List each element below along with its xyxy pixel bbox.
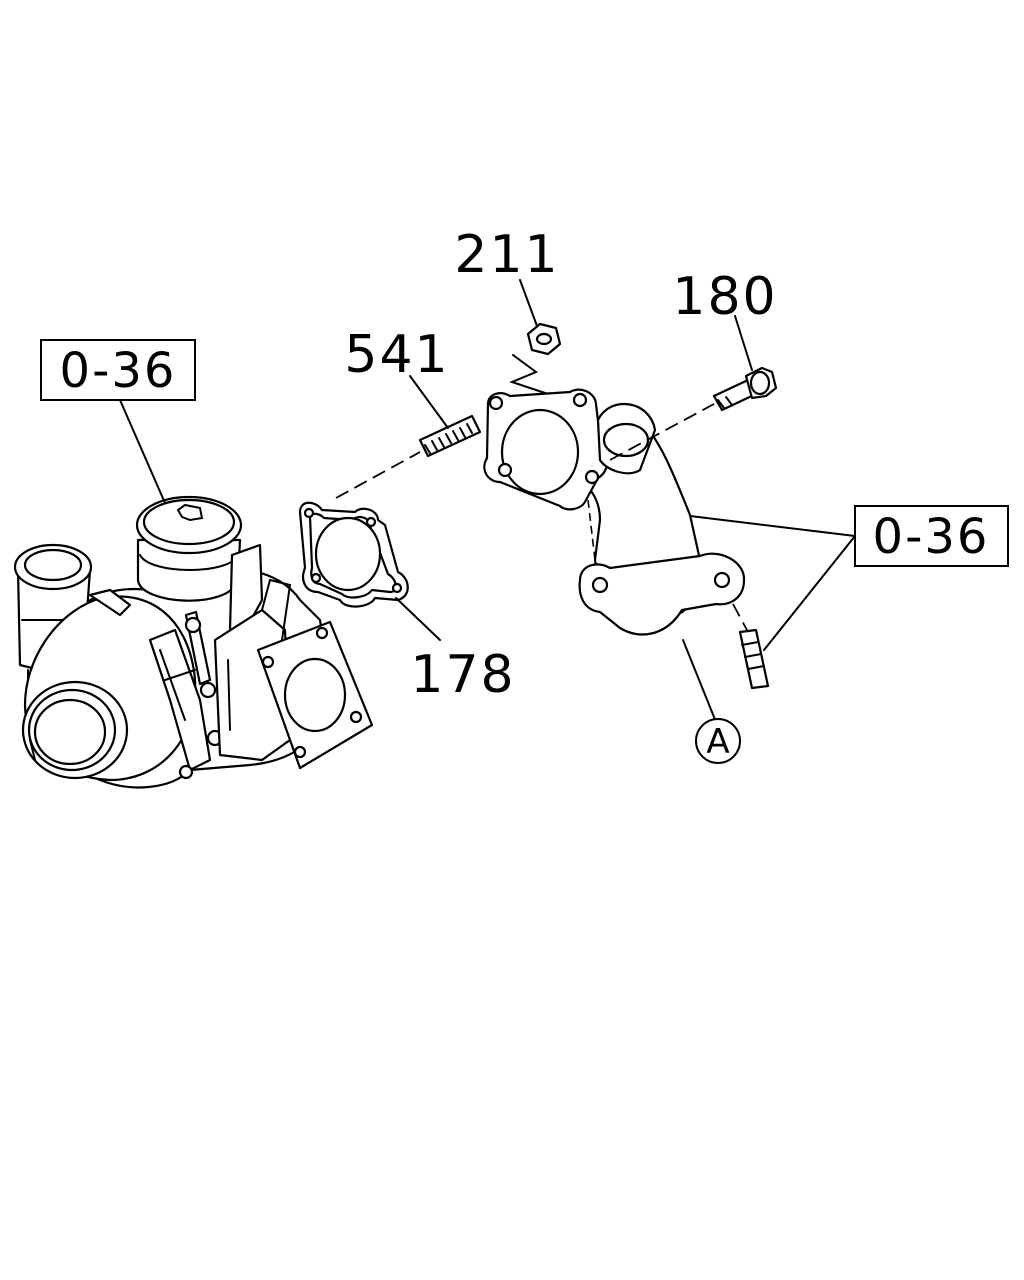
stud-541-drawing <box>418 414 482 458</box>
bolt-180-drawing <box>712 366 778 412</box>
callout-211: 211 <box>454 225 559 285</box>
exhaust-pipe-drawing <box>483 388 770 690</box>
turbocharger-drawing <box>13 495 374 789</box>
view-marker: A <box>695 718 741 764</box>
reference-box-right: 0-36 <box>854 505 1009 567</box>
reference-label-left: 0-36 <box>60 343 177 399</box>
reference-box-left: 0-36 <box>40 339 196 401</box>
callout-541: 541 <box>344 325 449 385</box>
reference-label-right: 0-36 <box>873 509 990 565</box>
callout-180: 180 <box>672 267 777 327</box>
gasket-drawing <box>298 501 409 608</box>
leader-lines <box>119 279 856 723</box>
nut-211-drawing <box>509 322 562 395</box>
view-marker-label: A <box>706 722 729 762</box>
callout-178: 178 <box>410 645 515 705</box>
